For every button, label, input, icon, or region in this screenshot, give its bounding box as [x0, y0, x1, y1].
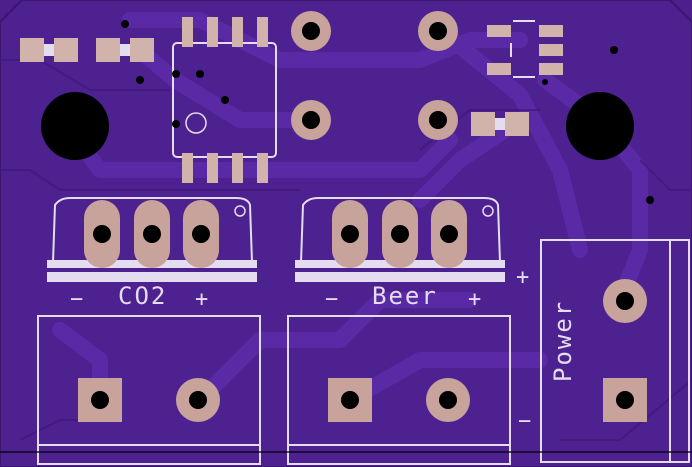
power-minus-label: − [518, 409, 531, 434]
to92-beer-footprint [295, 197, 505, 282]
beer-minus-label: − [325, 287, 338, 312]
sot23-chip [487, 20, 563, 78]
co2-minus-label: − [70, 287, 83, 312]
beer-plus-label: + [468, 287, 481, 312]
mounting-holes [41, 92, 634, 160]
resistor-r3 [471, 112, 529, 136]
to92-co2-footprint [47, 197, 257, 282]
soic8-chip [172, 17, 277, 183]
tht-pads-center [291, 11, 458, 140]
terminal-co2 [37, 315, 261, 465]
vias [121, 20, 654, 204]
resistor-r2 [96, 38, 154, 62]
terminal-power [540, 239, 690, 463]
beer-label: Beer [372, 282, 438, 310]
power-label: Power [549, 300, 577, 382]
resistor-r1 [20, 38, 78, 62]
copper-traces [52, 12, 648, 408]
power-plus-label: + [516, 265, 529, 290]
co2-label: CO2 [118, 282, 167, 310]
pin1-marker-icon [185, 112, 207, 134]
co2-plus-label: + [195, 287, 208, 312]
terminal-beer [287, 315, 511, 465]
